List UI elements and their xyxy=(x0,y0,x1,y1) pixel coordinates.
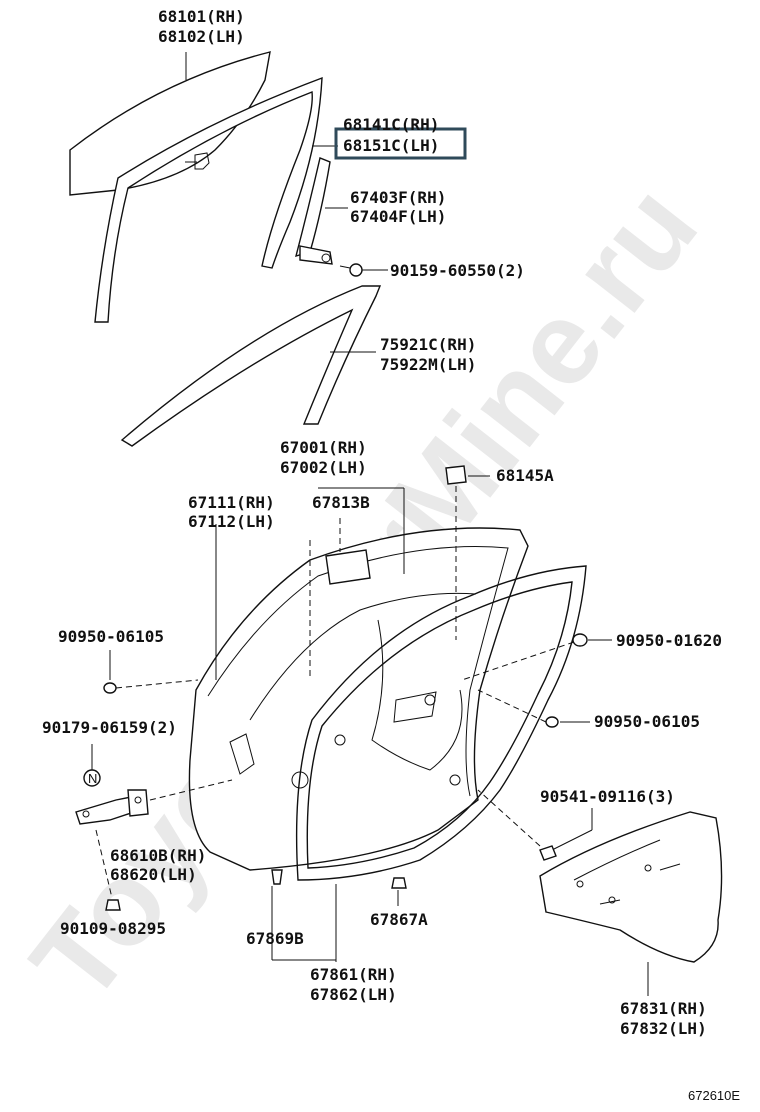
label-90159: 90159-60550(2) xyxy=(390,261,525,280)
hole-plug-90950-01620[interactable] xyxy=(572,633,588,647)
label-67002: 67002(LH) xyxy=(280,458,367,477)
label-67404f: 67404F(LH) xyxy=(350,207,446,226)
clip-67869b[interactable] xyxy=(271,869,283,885)
label-67112: 67112(LH) xyxy=(188,512,275,531)
label-90950-06105-left: 90950-06105 xyxy=(58,627,164,646)
label-67111: 67111(RH) xyxy=(188,493,275,512)
label-90109: 90109-08295 xyxy=(60,919,166,938)
nut-symbol: N xyxy=(83,769,101,787)
door-panel-67001[interactable] xyxy=(188,527,529,871)
door-hinge-68610b[interactable] xyxy=(75,789,149,825)
pad-67813b[interactable] xyxy=(325,549,371,585)
label-68102: 68102(LH) xyxy=(158,27,245,46)
label-67861: 67861(RH) xyxy=(310,965,397,984)
label-67867a: 67867A xyxy=(370,910,428,929)
clip-67867a[interactable] xyxy=(391,877,407,889)
run-channel-68141c[interactable] xyxy=(94,76,323,323)
door-weatherstrip-67861[interactable] xyxy=(295,565,587,881)
label-68145a: 68145A xyxy=(496,466,554,485)
label-75921c: 75921C(RH) xyxy=(380,335,476,354)
service-hole-cover-67831[interactable] xyxy=(539,811,723,963)
label-68610b: 68610B(RH) xyxy=(110,846,206,865)
figure-code: 672610E xyxy=(688,1088,740,1103)
label-90541: 90541-09116(3) xyxy=(540,787,675,806)
hole-plug-90950-right[interactable] xyxy=(545,716,559,728)
screw-90541[interactable] xyxy=(539,845,557,861)
label-68620: 68620(LH) xyxy=(110,865,197,884)
door-glass-68101[interactable] xyxy=(69,51,271,196)
label-68151c: 68151C(LH) xyxy=(343,136,439,155)
label-67403f: 67403F(RH) xyxy=(350,188,446,207)
label-67869b: 67869B xyxy=(246,929,304,948)
label-67001: 67001(RH) xyxy=(280,438,367,457)
frame-moulding-75921c[interactable] xyxy=(120,285,382,447)
label-67831: 67831(RH) xyxy=(620,999,707,1018)
hole-plug-90950-left[interactable] xyxy=(103,682,117,694)
label-90950-01620: 90950-01620 xyxy=(616,631,722,650)
division-bar-67403f[interactable] xyxy=(295,157,333,265)
label-75922m: 75922M(LH) xyxy=(380,355,476,374)
label-67862: 67862(LH) xyxy=(310,985,397,1004)
nut-symbol-label: N xyxy=(88,771,97,786)
label-68141c: 68141C(RH) xyxy=(343,115,439,134)
label-90950-06105-right: 90950-06105 xyxy=(594,712,700,731)
label-68101: 68101(RH) xyxy=(158,7,245,26)
label-67832: 67832(LH) xyxy=(620,1019,707,1038)
bolt-90109[interactable] xyxy=(105,899,121,911)
screw-90159[interactable] xyxy=(339,263,363,277)
label-90179: 90179-06159(2) xyxy=(42,718,177,737)
label-67813b: 67813B xyxy=(312,493,370,512)
highlight-box xyxy=(334,127,467,160)
seal-68145a[interactable] xyxy=(445,465,467,485)
